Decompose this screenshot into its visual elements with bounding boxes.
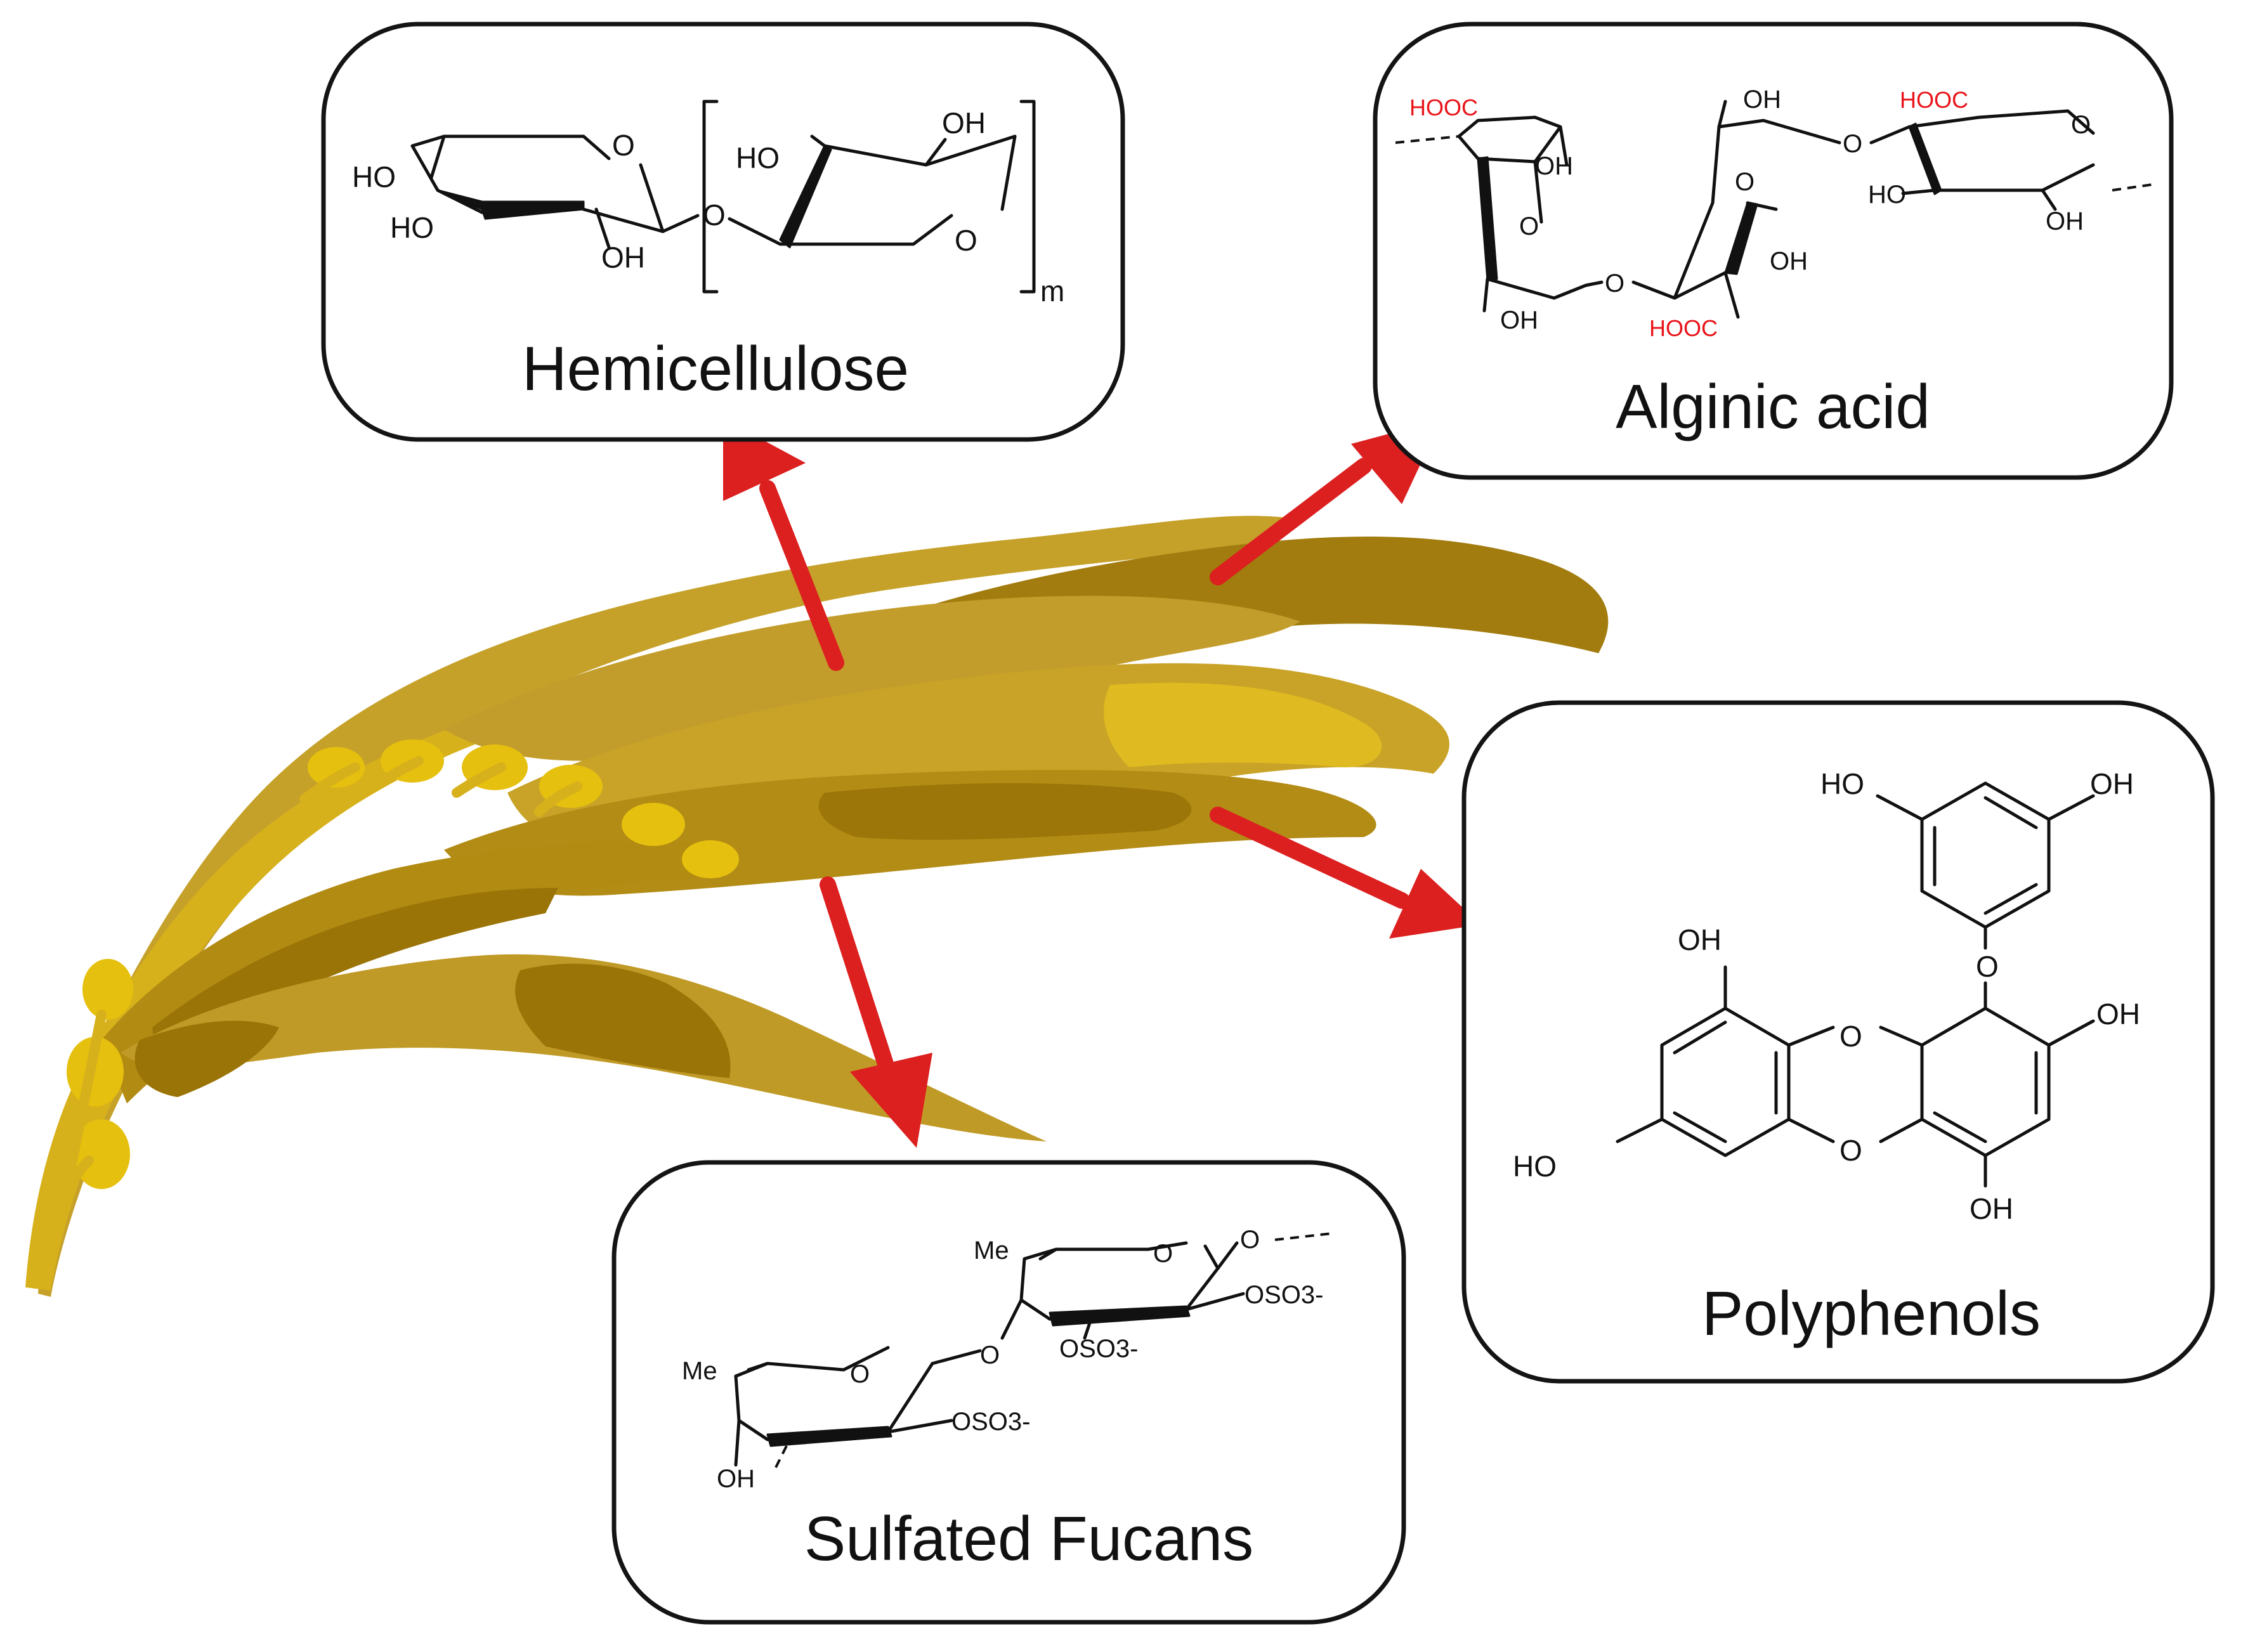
alginic-atom-1: OH [1535, 152, 1573, 180]
alginic-atom-8: OH [1770, 247, 1808, 275]
fucans-atom-6: Me [682, 1357, 717, 1385]
hemicellulose-node: HO HO OH O O HO OH O m Hemicellulose [321, 22, 1125, 442]
alginic-atom-5: OH [1743, 86, 1781, 114]
hemicellulose-structure: HO HO OH O O HO OH O m [352, 100, 1064, 308]
sulfated-fucans-label: Sulfated Fucans [804, 1504, 1253, 1573]
hemicellulose-atom-0: HO [352, 160, 396, 193]
hemicellulose-box [321, 22, 1125, 442]
fucans-atom-2: O [1240, 1226, 1260, 1254]
alginic-acid-node: HOOC OH O OH O OH O HOOC OH O [1373, 22, 2174, 480]
polyphenols-structure: HO OH O OH OH O O OH HO [1513, 767, 2140, 1225]
polyphenols-atom-6: O [1840, 1134, 1862, 1167]
alginic-atom-0: HOOC [1409, 94, 1478, 120]
alginic-atom-12: HO [1868, 181, 1906, 209]
alginic-atom-3: OH [1500, 306, 1538, 334]
polyphenols-atom-1: OH [2090, 767, 2134, 800]
fucans-atom-4: OSO3- [1059, 1335, 1138, 1363]
hemicellulose-label: Hemicellulose [522, 334, 909, 403]
alginic-atom-2: O [1519, 212, 1539, 240]
fucans-atom-5: O [980, 1341, 1000, 1369]
alginic-acid-box [1373, 22, 2174, 480]
sulfated-fucans-structure: Me O O OSO3- OSO3- O Me O OSO3- OH [682, 1226, 1333, 1493]
alginic-atom-7: HOOC [1649, 315, 1718, 341]
hemicellulose-atom-3: O [612, 129, 635, 162]
arrow-to-polyphenols [1210, 807, 1481, 939]
alginic-atom-13: OH [2046, 207, 2084, 235]
polyphenols-atom-3: OH [2096, 998, 2140, 1031]
fucans-atom-8: OSO3- [951, 1408, 1030, 1436]
polyphenols-atom-5: O [1840, 1020, 1862, 1053]
alginic-atom-10: O [2071, 111, 2091, 139]
hemicellulose-atom-6: OH [942, 107, 986, 140]
alginic-atom-11: HOOC [1900, 87, 1968, 113]
polyphenols-atom-7-oh-top: OH [1678, 923, 1722, 956]
hemicellulose-atom-4: O [703, 198, 726, 231]
polyphenols-atom-0: HO [1820, 767, 1864, 800]
hemicellulose-atom-7: O [955, 224, 977, 257]
alginic-acid-structure: HOOC OH O OH O OH O HOOC OH O [1395, 86, 2157, 341]
hemicellulose-atom-1: HO [390, 211, 434, 244]
polyphenols-atom-2: O [1976, 950, 1999, 983]
alginic-acid-label: Alginic acid [1616, 372, 1930, 441]
polyphenols-label: Polyphenols [1702, 1278, 2041, 1348]
alginic-atom-6: O [1735, 168, 1755, 196]
fucans-atom-1: O [1153, 1240, 1173, 1268]
fucans-atom-7: O [850, 1360, 870, 1388]
fucans-atom-9: OH [717, 1465, 755, 1493]
alginic-atom-4: O [1605, 270, 1624, 297]
alginic-atom-9: O [1843, 130, 1862, 158]
hemicellulose-atom-8: m [1040, 275, 1064, 308]
fucans-atom-0: Me [974, 1237, 1009, 1265]
fucans-atom-3: OSO3- [1245, 1281, 1323, 1309]
sulfated-fucans-box [611, 1160, 1406, 1625]
sulfated-fucans-node: Me O O OSO3- OSO3- O Me O OSO3- OH Sulfa… [611, 1160, 1406, 1625]
polyphenols-atom-7: HO [1513, 1150, 1557, 1183]
hemicellulose-atom-5: HO [736, 141, 780, 174]
polyphenols-box [1461, 700, 2215, 1384]
seaweed-illustration [25, 516, 1609, 1298]
polyphenols-node: HO OH O OH OH O O OH HO Polyphenols [1461, 700, 2215, 1384]
arrow-to-sulfated-fucans [820, 876, 932, 1148]
polyphenols-atom-4: OH [1970, 1192, 2013, 1225]
